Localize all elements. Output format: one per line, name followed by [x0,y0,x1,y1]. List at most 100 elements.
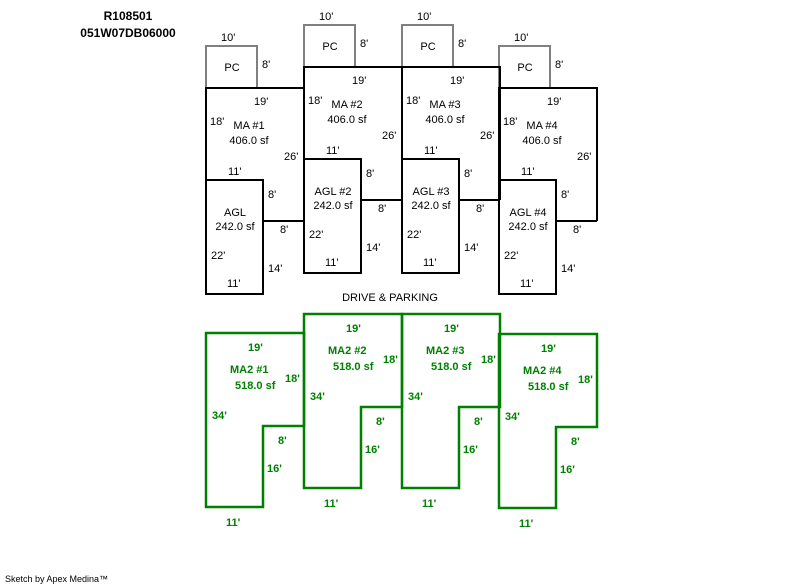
porch-cover-label: PC [322,41,337,53]
garage-right-bottom-dim: 14' [464,242,478,254]
main-area-left-dim: 18' [210,116,224,128]
main-area-3: 19' 18' MA #3 406.0 sf 26' 11' [401,66,501,201]
upper-area-outline [497,332,599,510]
main-area-left-dim: 18' [406,95,420,107]
garage-left-dim: 22' [211,250,225,262]
garage-outline [498,179,557,295]
main-area-top-dim: 19' [547,96,561,108]
upper-area-lower-right-dim: 16' [463,444,478,456]
porch-cover-width-dim: 10' [319,11,333,23]
upper-area-size: 518.0 sf [235,380,276,392]
upper-area-name: MA2 #2 [328,345,367,357]
main-area-outline [498,87,598,221]
main-area-size: 406.0 sf [425,114,465,126]
porch-cover-width-dim: 10' [417,11,431,23]
main-area-right-dim: 26' [577,151,591,163]
garage-right-top-dim: 8' [464,168,472,180]
main-area-right-dim: 26' [480,130,494,142]
main-area-name: MA #4 [526,120,557,132]
upper-area-step-dim: 8' [278,435,287,447]
garage-name: AGL #3 [413,186,450,198]
garage-left-dim: 22' [407,229,421,241]
garage-name: AGL #4 [510,207,547,219]
upper-area-top-dim: 19' [444,323,459,335]
upper-area-bottom-dim: 11' [324,498,339,510]
upper-area-right-dim: 18' [578,374,593,386]
garage-bottom-dim: 11' [227,278,241,290]
upper-area-right-dim: 18' [383,354,398,366]
porch-cover-width-dim: 10' [221,32,235,44]
porch-cover-depth-dim: 8' [262,59,270,71]
upper-area-step-dim: 8' [474,416,483,428]
upper-floor-areas: 19' MA2 #1 518.0 sf 18' 34' 8' 16' 11' 19' MA2 #2… [204,312,599,530]
porch-cover-outline [303,24,356,67]
porch-cover-label: PC [517,62,532,74]
main-area-top-dim: 19' [450,75,464,87]
sketch-credit: Sketch by Apex Medina™ [5,574,109,584]
parcel-id: R108501 [103,9,153,23]
garage-right-top-dim: 8' [268,189,276,201]
upper-area-left-dim: 34' [408,391,423,403]
main-area-left-dim: 18' [503,116,517,128]
upper-area-size: 518.0 sf [528,381,569,393]
porch-cover-width-dim: 10' [514,32,528,44]
garage-right-bottom-dim: 14' [561,263,575,275]
drive-parking-label: DRIVE & PARKING [342,292,438,304]
upper-area-lower-right-dim: 16' [267,463,282,475]
garage-left-dim: 22' [309,229,323,241]
main-area-size: 406.0 sf [229,135,269,147]
garage-bottom-dim: 11' [520,278,534,290]
garage-right-top-dim: 8' [561,189,569,201]
upper-area-step-dim: 8' [571,436,580,448]
upper-area-right-dim: 18' [481,354,496,366]
garage-name: AGL [224,207,246,219]
garage-right-bottom-dim: 14' [268,263,282,275]
garage-size: 242.0 sf [215,221,255,233]
garage-size: 242.0 sf [411,200,451,212]
main-area-bottom-dim: 11' [228,166,242,178]
main-area-size: 406.0 sf [327,114,367,126]
main-area-top-dim: 19' [352,75,366,87]
upper-area-bottom-dim: 11' [519,518,534,530]
garage-outline [401,158,460,274]
upper-area-left-dim: 34' [212,410,227,422]
upper-area-right-dim: 18' [285,373,300,385]
garage-right-bottom-dim: 14' [366,242,380,254]
main-area-name: MA #1 [233,120,264,132]
garage-outline [303,158,362,274]
main-area-size: 406.0 sf [522,135,562,147]
map-tax-lot: 051W07DB06000 [80,26,176,40]
main-area-name: MA #3 [429,99,460,111]
upper-area-lower-right-dim: 16' [560,464,575,476]
main-area-name: MA #2 [331,99,362,111]
main-area-bottom-dim: 11' [326,145,340,157]
upper-area-top-dim: 19' [346,323,361,335]
garage-step-dim: 8' [378,203,386,215]
porch-cover-depth-dim: 8' [458,38,466,50]
upper-area-name: MA2 #1 [230,364,269,376]
garage-step-dim: 8' [476,203,484,215]
garage-right-top-dim: 8' [366,168,374,180]
upper-area-bottom-dim: 11' [422,498,437,510]
garage-outline [205,179,264,295]
main-area-right-dim: 26' [382,130,396,142]
upper-area-top-dim: 19' [248,342,263,354]
main-area-bottom-dim: 11' [424,145,438,157]
main-area-right-dim: 26' [284,151,298,163]
upper-area-left-dim: 34' [310,391,325,403]
garage-bottom-dim: 11' [325,257,339,269]
garage-name: AGL #2 [315,186,352,198]
